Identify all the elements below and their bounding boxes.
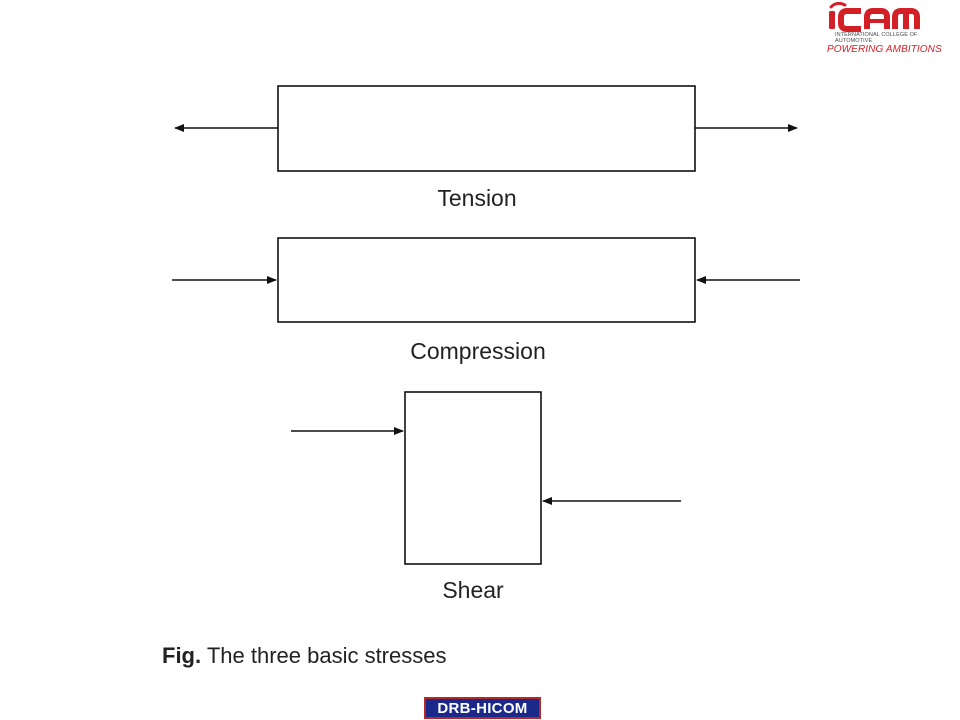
drb-hicom-badge: DRB-HICOM bbox=[424, 697, 541, 719]
caption-prefix: Fig. bbox=[162, 643, 202, 668]
shear-label: Shear bbox=[442, 577, 504, 603]
tension-bar bbox=[277, 85, 696, 172]
icam-logo: INTERNATIONAL COLLEGE OF AUTOMOTIVE POWE… bbox=[825, 2, 955, 58]
logo-subtitle-line2: AUTOMOTIVE bbox=[835, 38, 873, 44]
icam-wordmark-graphic bbox=[829, 2, 920, 32]
figure-caption: Fig. The three basic stresses bbox=[162, 643, 446, 669]
logo-tagline: POWERING AMBITIONS bbox=[827, 44, 942, 55]
compression-bar bbox=[277, 237, 696, 323]
compression-label: Compression bbox=[410, 338, 546, 364]
tension-label: Tension bbox=[437, 185, 517, 211]
shear-panel bbox=[291, 391, 681, 565]
drb-hicom-badge-text: DRB-HICOM bbox=[437, 699, 528, 717]
tension-panel bbox=[174, 85, 798, 172]
compression-panel bbox=[172, 237, 800, 323]
logo-subtitle-line1: INTERNATIONAL COLLEGE OF bbox=[835, 32, 918, 38]
shear-block bbox=[404, 391, 542, 565]
caption-text: The three basic stresses bbox=[201, 643, 447, 668]
